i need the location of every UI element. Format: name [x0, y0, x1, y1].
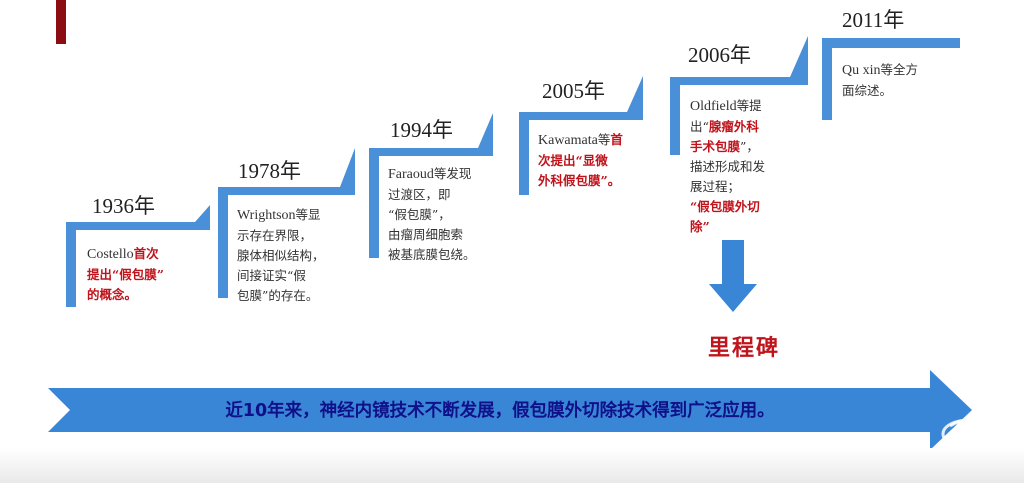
- text-segment: 除”: [690, 219, 710, 234]
- text-segment: 间接证实“假: [237, 268, 306, 283]
- text-line: 的概念。: [87, 285, 164, 305]
- text-line: 外科假包膜”。: [538, 171, 623, 191]
- logo-icon: [941, 418, 997, 450]
- text-segment: 等显: [295, 207, 321, 222]
- text-segment: “假包膜外切: [690, 199, 760, 214]
- text-segment: Oldfield: [690, 99, 737, 114]
- text-line: Oldfield等提: [690, 96, 765, 117]
- text-segment: ”，: [740, 139, 759, 154]
- text-segment: Wrightson: [237, 208, 296, 223]
- step-3-shape: [369, 113, 493, 258]
- text-segment: 过渡区，即: [388, 187, 451, 202]
- text-line: 间接证实“假: [237, 266, 325, 286]
- down-arrow: [709, 240, 757, 312]
- text-line: 由瘤周细胞索: [388, 225, 476, 245]
- text-segment: 的概念。: [87, 287, 138, 302]
- text-segment: 等全方: [880, 62, 919, 77]
- text-segment: 提出“假包膜”: [87, 267, 164, 282]
- text-segment: Costello: [87, 247, 134, 262]
- text-line: “假包膜外切: [690, 197, 765, 217]
- text-segment: Kawamata: [538, 133, 598, 148]
- text-line: Costello首次: [87, 244, 164, 265]
- text-block-2006: Oldfield等提出“腺瘤外科手术包膜”，描述形成和发展过程；“假包膜外切除”: [690, 96, 765, 237]
- text-segment: 腺体相似结构，: [237, 248, 325, 263]
- text-line: “假包膜”，: [388, 205, 476, 225]
- text-line: 描述形成和发: [690, 157, 765, 177]
- text-segment: 示存在界限，: [237, 228, 313, 243]
- text-line: 过渡区，即: [388, 185, 476, 205]
- banner-arrow: [48, 370, 972, 450]
- bottom-fade: [0, 448, 1024, 483]
- text-line: 示存在界限，: [237, 226, 325, 246]
- year-1: 1936年: [92, 194, 155, 218]
- text-block-2011: Qu xin等全方面综述。: [842, 60, 918, 101]
- text-block-1978: Wrightson等显示存在界限， 腺体相似结构， 间接证实“假包膜”的存在。: [237, 205, 325, 306]
- step-1-shape: [66, 205, 210, 307]
- text-line: 面综述。: [842, 81, 918, 101]
- text-segment: Faraoud: [388, 167, 434, 182]
- text-block-1994: Faraoud等发现过渡区，即 “假包膜”， 由瘤周细胞索被基底膜包绕。: [388, 164, 476, 265]
- text-line: 除”: [690, 217, 765, 237]
- text-segment: 包膜”的存在。: [237, 288, 319, 303]
- year-6: 2011年: [842, 8, 905, 32]
- banner-text: 近10年来，神经内镜技术不断发展，假包膜外切除技术得到广泛应用。: [225, 401, 775, 421]
- year-5: 2006年: [688, 43, 751, 67]
- text-line: Qu xin等全方: [842, 60, 918, 81]
- text-line: 手术包膜”，: [690, 137, 765, 157]
- text-segment: 面综述。: [842, 83, 893, 98]
- year-2: 1978年: [238, 159, 301, 183]
- text-segment: 等: [597, 132, 611, 147]
- text-line: 提出“假包膜”: [87, 265, 164, 285]
- year-4: 2005年: [542, 79, 605, 103]
- text-line: 次提出“显微: [538, 151, 623, 171]
- text-segment: 等发现: [433, 166, 472, 181]
- text-segment: 首: [610, 132, 623, 147]
- text-block-2005: Kawamata等首次提出“显微外科假包膜”。: [538, 130, 623, 191]
- text-segment: Qu xin: [842, 63, 881, 78]
- text-segment: 等提: [736, 98, 762, 113]
- text-segment: 由瘤周细胞索: [388, 227, 464, 242]
- text-segment: “假包膜”，: [388, 207, 451, 222]
- text-line: 出“腺瘤外科: [690, 117, 765, 137]
- step-6-shape: [822, 38, 960, 120]
- text-segment: 出“: [690, 119, 709, 134]
- text-line: Kawamata等首: [538, 130, 623, 151]
- year-3: 1994年: [390, 118, 453, 142]
- text-line: 包膜”的存在。: [237, 286, 325, 306]
- text-line: 被基底膜包绕。: [388, 245, 476, 265]
- text-segment: 被基底膜包绕。: [388, 247, 476, 262]
- text-segment: 外科假包膜”。: [538, 173, 621, 188]
- milestone-label: 里程碑: [708, 335, 781, 361]
- text-segment: 腺瘤外科: [708, 119, 759, 134]
- text-line: Wrightson等显: [237, 205, 325, 226]
- text-segment: 描述形成和发: [690, 159, 766, 174]
- accent-bar: [56, 0, 66, 44]
- text-segment: 首次: [133, 246, 159, 261]
- text-block-1936: Costello首次提出“假包膜” 的概念。: [87, 244, 164, 305]
- text-segment: 展过程；: [690, 179, 741, 194]
- text-line: 腺体相似结构，: [237, 246, 325, 266]
- text-line: 展过程；: [690, 177, 765, 197]
- text-line: Faraoud等发现: [388, 164, 476, 185]
- text-segment: 次提出“显微: [538, 153, 608, 168]
- text-segment: 手术包膜: [690, 139, 741, 154]
